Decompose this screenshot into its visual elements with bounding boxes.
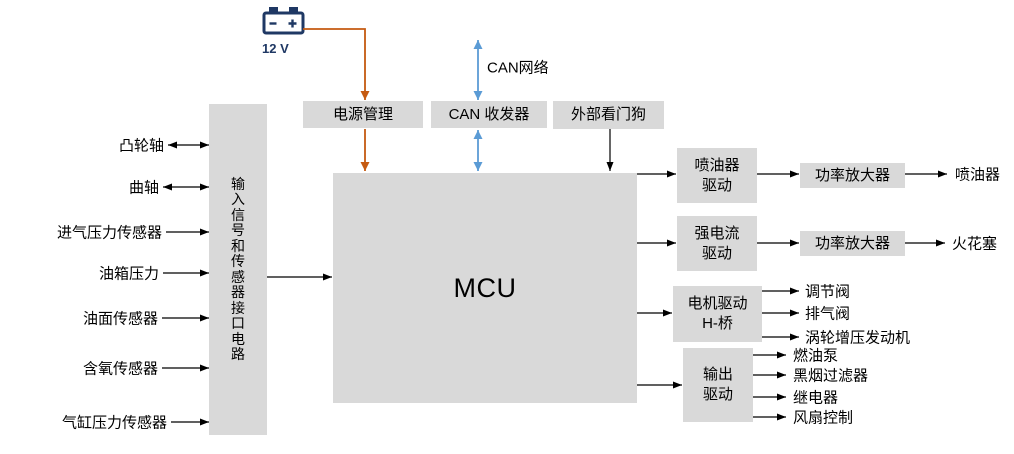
watchdog-box: 外部看门狗	[553, 101, 664, 129]
can-transceiver-box: CAN 收发器	[431, 101, 547, 128]
power-management-box: 电源管理	[303, 101, 423, 128]
input-label-oil-level-sensor: 油面传感器	[82, 310, 158, 328]
can-network-label: CAN网络	[487, 59, 549, 77]
power-amplifier-2-box: 功率放大器	[800, 231, 905, 256]
input-label-camshaft: 凸轮轴	[118, 137, 164, 155]
input-interface-box: 输入信号和传感器接口电路	[209, 104, 267, 435]
terminal-label-fuel-pump: 燃油泵	[793, 347, 839, 365]
high-current-drive-box: 强电流 驱动	[677, 216, 757, 271]
input-label-cylinder-pressure-sensor: 气缸压力传感器	[61, 414, 167, 432]
motor-drive-hbridge-box: 电机驱动 H-桥	[673, 286, 762, 342]
input-label-oxygen-sensor: 含氧传感器	[82, 360, 158, 378]
input-interface-label: 输入信号和传感器接口电路	[231, 175, 245, 362]
terminal-label-smoke-filter: 黑烟过滤器	[793, 367, 869, 385]
power-amplifier-1-box: 功率放大器	[800, 163, 905, 188]
terminal-label-exhaust-valve: 排气阀	[805, 305, 851, 323]
terminal-label-spark-plug: 火花塞	[952, 235, 998, 253]
input-label-crankshaft: 曲轴	[128, 179, 159, 197]
terminal-label-fan-control: 风扇控制	[793, 409, 854, 427]
terminal-label-relay: 继电器	[793, 389, 839, 407]
battery-icon	[262, 7, 305, 35]
terminal-label-regulating-valve: 调节阀	[805, 283, 851, 301]
output-drive-box: 输出 驱动	[683, 348, 753, 422]
input-label-tank-pressure: 油箱压力	[98, 265, 159, 283]
input-label-intake-pressure-sensor: 进气压力传感器	[56, 224, 162, 242]
terminal-label-injector: 喷油器	[955, 166, 1001, 184]
terminal-label-turbo-engine: 涡轮增压发动机	[805, 329, 911, 347]
injector-drive-box: 喷油器 驱动	[677, 148, 757, 203]
power-supply-wires	[303, 28, 370, 171]
battery-voltage-label: 12 V	[262, 41, 289, 56]
mcu-box: MCU	[333, 173, 637, 403]
